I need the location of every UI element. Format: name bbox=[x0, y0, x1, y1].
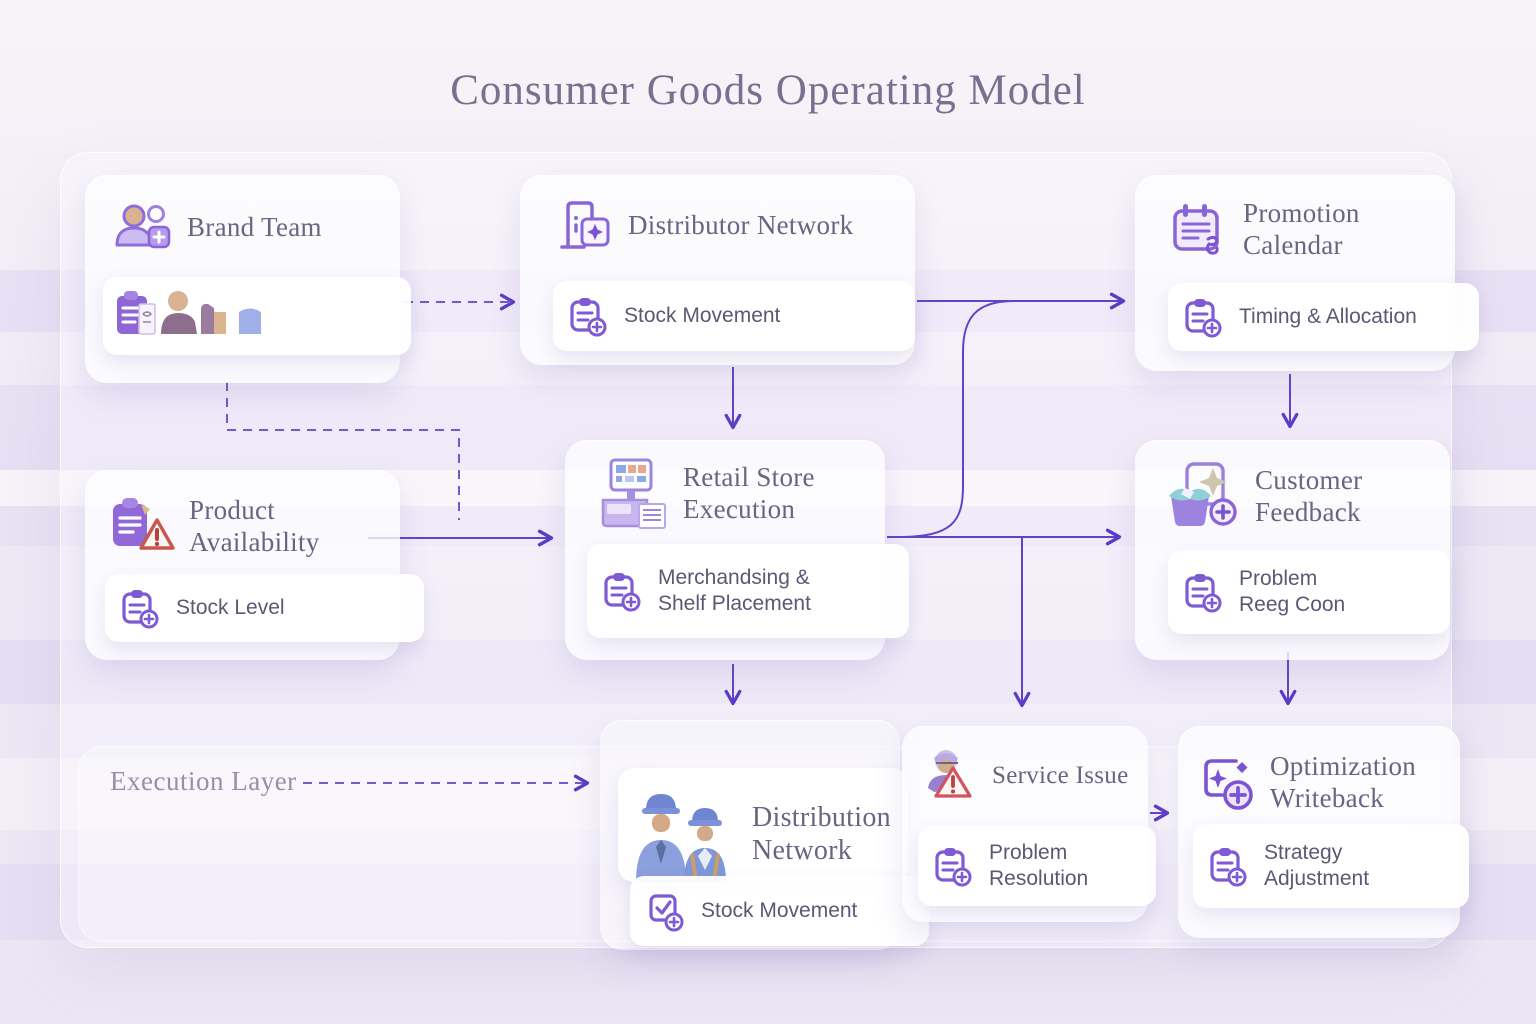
node-title: Promotion Calendar bbox=[1243, 198, 1360, 261]
subitem-stock-level: Stock Level bbox=[105, 574, 424, 642]
subitem-label: Stock Movement bbox=[624, 303, 781, 327]
node-title: Distribution Network bbox=[752, 801, 891, 867]
node-product-availability: Product Availability Stock Level bbox=[85, 470, 424, 660]
page-title: Consumer Goods Operating Model bbox=[450, 67, 1086, 114]
node-title: Customer Feedback bbox=[1255, 464, 1363, 527]
pos-terminal-icon bbox=[595, 454, 669, 532]
node-brand-team: Brand Team bbox=[85, 175, 411, 383]
clipboard-badge-icon bbox=[117, 586, 161, 630]
node-title: Optimization Writeback bbox=[1270, 751, 1417, 814]
subitem-timing-allocation: Timing & Allocation bbox=[1168, 283, 1479, 351]
clipboard-warning-icon bbox=[105, 494, 179, 558]
node-title: Brand Team bbox=[187, 211, 322, 242]
node-title: Service Issue bbox=[992, 762, 1129, 789]
node-promotion-calendar: Promotion Calendar Timing & Allocation bbox=[1135, 175, 1479, 371]
node-service-issue: Service Issue Problem Resolution bbox=[902, 726, 1156, 922]
clipboard-badge-icon bbox=[1205, 844, 1249, 888]
team-at-desk-illustration bbox=[115, 288, 293, 344]
subitem-label: Stock Level bbox=[176, 595, 285, 619]
subitem-problem-recognition: Problem Reeg Coon bbox=[1168, 550, 1450, 634]
person-warning-icon bbox=[920, 746, 982, 806]
subitem-stock-movement: Stock Movement bbox=[553, 281, 915, 351]
basket-star-plus-icon bbox=[1161, 458, 1243, 534]
node-customer-feedback: Customer Feedback Problem Reeg Coon bbox=[1135, 440, 1450, 660]
curve-retail-to-promotion bbox=[897, 300, 1015, 538]
subitem-label: Merchandsing & Shelf Placement bbox=[658, 565, 811, 615]
clipboard-badge-icon bbox=[1180, 295, 1224, 339]
node-distributor-network: Distributor Network Stock Movement bbox=[520, 175, 915, 365]
subitem-stock-movement-2: Stock Movement bbox=[630, 876, 929, 946]
checkbox-badge-icon bbox=[642, 889, 686, 933]
subitem-problem-resolution: Problem Resolution bbox=[918, 826, 1156, 906]
subitem-merchandising: Merchandsing & Shelf Placement bbox=[587, 544, 909, 638]
subitem-label: Strategy Adjustment bbox=[1264, 840, 1370, 890]
node-retail-store-execution: Retail Store Execution Merchandsing & Sh… bbox=[565, 440, 909, 660]
subitem-label: Stock Movement bbox=[701, 898, 858, 922]
node-title: Retail Store Execution bbox=[683, 461, 815, 524]
calendar-ribbon-icon bbox=[1169, 201, 1227, 257]
subitem-label: Problem Reeg Coon bbox=[1239, 566, 1346, 616]
clipboard-badge-icon bbox=[565, 294, 609, 338]
clipboard-badge-icon bbox=[930, 844, 974, 888]
building-plus-icon bbox=[554, 197, 612, 253]
dashed-brand-to-retail bbox=[226, 382, 460, 520]
brand-team-team-card bbox=[103, 277, 411, 355]
subitem-label: Problem Resolution bbox=[989, 840, 1089, 890]
subitem-strategy-adjustment: Strategy Adjustment bbox=[1193, 824, 1469, 908]
node-title: Product Availability bbox=[189, 495, 320, 558]
workers-illustration bbox=[630, 786, 742, 882]
node-distribution-network: Distribution Network Stock Movement bbox=[600, 720, 929, 950]
subitem-label: Timing & Allocation bbox=[1239, 304, 1417, 328]
execution-layer-label: Execution Layer bbox=[110, 766, 297, 796]
people-plus-icon bbox=[113, 201, 171, 253]
distribution-network-card: Distribution Network bbox=[618, 768, 908, 882]
node-optimization-writeback: Optimization Writeback Strategy Adjustme… bbox=[1178, 726, 1469, 938]
sparkle-writeback-icon bbox=[1196, 751, 1258, 813]
node-title: Distributor Network bbox=[628, 209, 854, 240]
clipboard-badge-icon bbox=[1180, 570, 1224, 614]
clipboard-badge-icon bbox=[599, 569, 643, 613]
